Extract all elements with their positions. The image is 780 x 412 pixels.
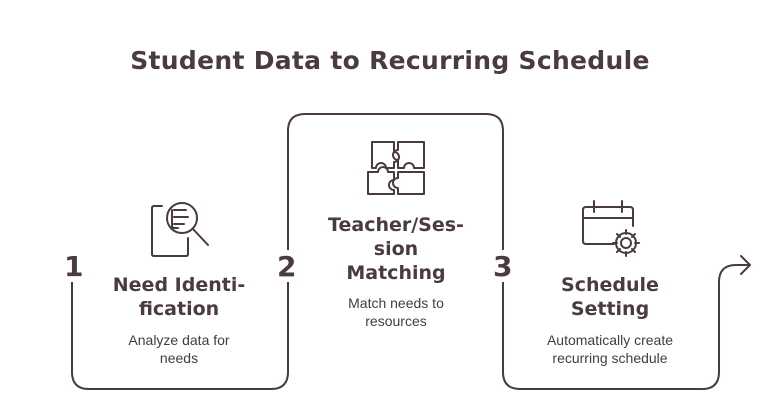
step3-description: Automatically create recurring schedule [520,331,700,367]
step3-desc-line1: Automatically create [546,332,674,348]
puzzle-icon [367,141,425,195]
step2-desc-line1: Match needs to [348,295,444,311]
step2-title-line3: Matching [346,262,446,284]
step3-title-line2: Setting [570,298,650,320]
step2-connector [287,113,504,250]
diagram-title: Student Data to Recurring Schedule [130,46,650,75]
step-number-2: 2 [277,250,297,283]
step-number-1: 1 [64,250,84,283]
step-number-3: 3 [493,250,513,283]
step3-connector [502,264,749,390]
step1-title-line1: Need Identi- [112,274,246,296]
step3-title-line1: Schedule [561,274,659,296]
step1-description: Analyze data for needs [98,331,260,367]
step2-title-line1: Teacher/Ses- [328,214,464,236]
step3-title: Schedule Setting [525,273,695,321]
step2-title: Teacher/Ses- sion Matching [315,213,477,285]
calendar-gear-icon [582,200,640,257]
step1-connector [71,282,289,390]
document-search-icon [151,202,209,257]
step1-desc-line2: needs [159,350,199,366]
step2-description: Match needs to resources [315,294,477,330]
step2-desc-line2: resources [365,313,427,329]
step2-title-line2: sion [373,238,419,260]
step1-title: Need Identi- fication [98,273,260,321]
step1-title-line2: fication [138,298,220,320]
step3-desc-line2: recurring schedule [552,350,668,366]
arrow-head-icon [740,255,751,275]
step1-desc-line1: Analyze data for [128,332,230,348]
